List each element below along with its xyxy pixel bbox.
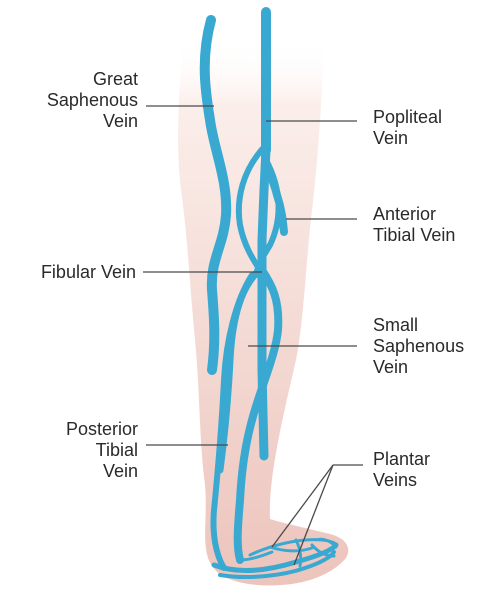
label-fibular-vein: Fibular Vein (41, 262, 136, 283)
label-posterior-tibial-vein: Posterior Tibial Vein (66, 419, 138, 482)
label-popliteal-vein: Popliteal Vein (373, 107, 442, 149)
label-plantar-veins: Plantar Veins (373, 449, 430, 491)
label-great-saphenous-vein: Great Saphenous Vein (47, 69, 138, 132)
tibial-trunk (262, 150, 266, 456)
label-anterior-tibial-vein: Anterior Tibial Vein (373, 204, 455, 246)
label-small-saphenous-vein: Small Saphenous Vein (373, 315, 464, 378)
